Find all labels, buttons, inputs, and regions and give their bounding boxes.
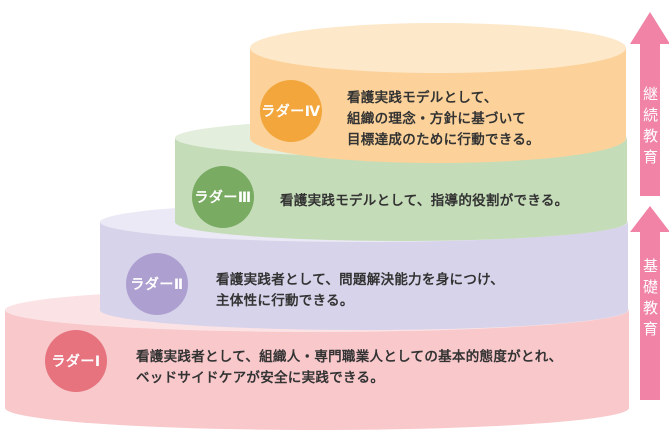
desc-ladder-3: 看護実践モデルとして、指導的役割ができる。 — [280, 191, 568, 212]
desc-ladder-4: 看護実践モデルとして、 組織の理念・方針に基づいて 目標達成のために行動できる。 — [347, 88, 540, 151]
arrow-continuing-education — [630, 12, 669, 196]
desc-ladder-4-line-1: 看護実践モデルとして、 — [347, 90, 498, 106]
tier-3-body — [175, 138, 627, 241]
tier-4-top — [250, 23, 626, 73]
desc-ladder-2-line-1: 看護実践者として、問題解決能力を身につけ、 — [216, 272, 505, 288]
desc-ladder-1: 看護実践者として、組織人・専門職業人としての基本的態度がとれ、 ベッドサイドケア… — [136, 347, 562, 389]
badge-ladder-2-label: ラダーⅡ — [130, 277, 184, 293]
arrow-upper-shape — [630, 12, 669, 196]
badge-ladder-3: ラダーⅢ — [192, 166, 254, 228]
badge-ladder-4-label: ラダーⅣ — [261, 104, 321, 120]
label-basic-education: 基礎教育 — [641, 258, 659, 342]
badge-ladder-4: ラダーⅣ — [260, 80, 322, 142]
desc-ladder-2: 看護実践者として、問題解決能力を身につけ、 主体性に行動できる。 — [216, 270, 504, 312]
desc-ladder-1-line-1: 看護実践者として、組織人・専門職業人としての基本的態度がとれ、 — [136, 349, 563, 365]
desc-ladder-4-line-3: 目標達成のために行動できる。 — [347, 132, 540, 148]
badge-ladder-2: ラダーⅡ — [126, 253, 188, 315]
tier-1-body — [5, 310, 629, 430]
arrow-lower-shape — [630, 206, 669, 400]
badge-ladder-3-label: ラダーⅢ — [194, 190, 252, 206]
badge-ladder-1: ラダーⅠ — [45, 330, 107, 392]
arrow-basic-education — [630, 206, 669, 400]
tier-ladder-4 — [250, 23, 626, 163]
tier-2-body — [100, 222, 628, 330]
badge-ladder-1-label: ラダーⅠ — [51, 354, 101, 370]
tier-4-body — [250, 48, 626, 163]
label-continuing-education: 継続教育 — [641, 86, 659, 170]
desc-ladder-3-line-1: 看護実践モデルとして、指導的役割ができる。 — [280, 193, 569, 209]
desc-ladder-1-line-2: ベッドサイドケアが安全に実践できる。 — [136, 370, 385, 386]
desc-ladder-4-line-2: 組織の理念・方針に基づいて — [347, 111, 526, 127]
desc-ladder-2-line-2: 主体性に行動できる。 — [216, 293, 354, 309]
